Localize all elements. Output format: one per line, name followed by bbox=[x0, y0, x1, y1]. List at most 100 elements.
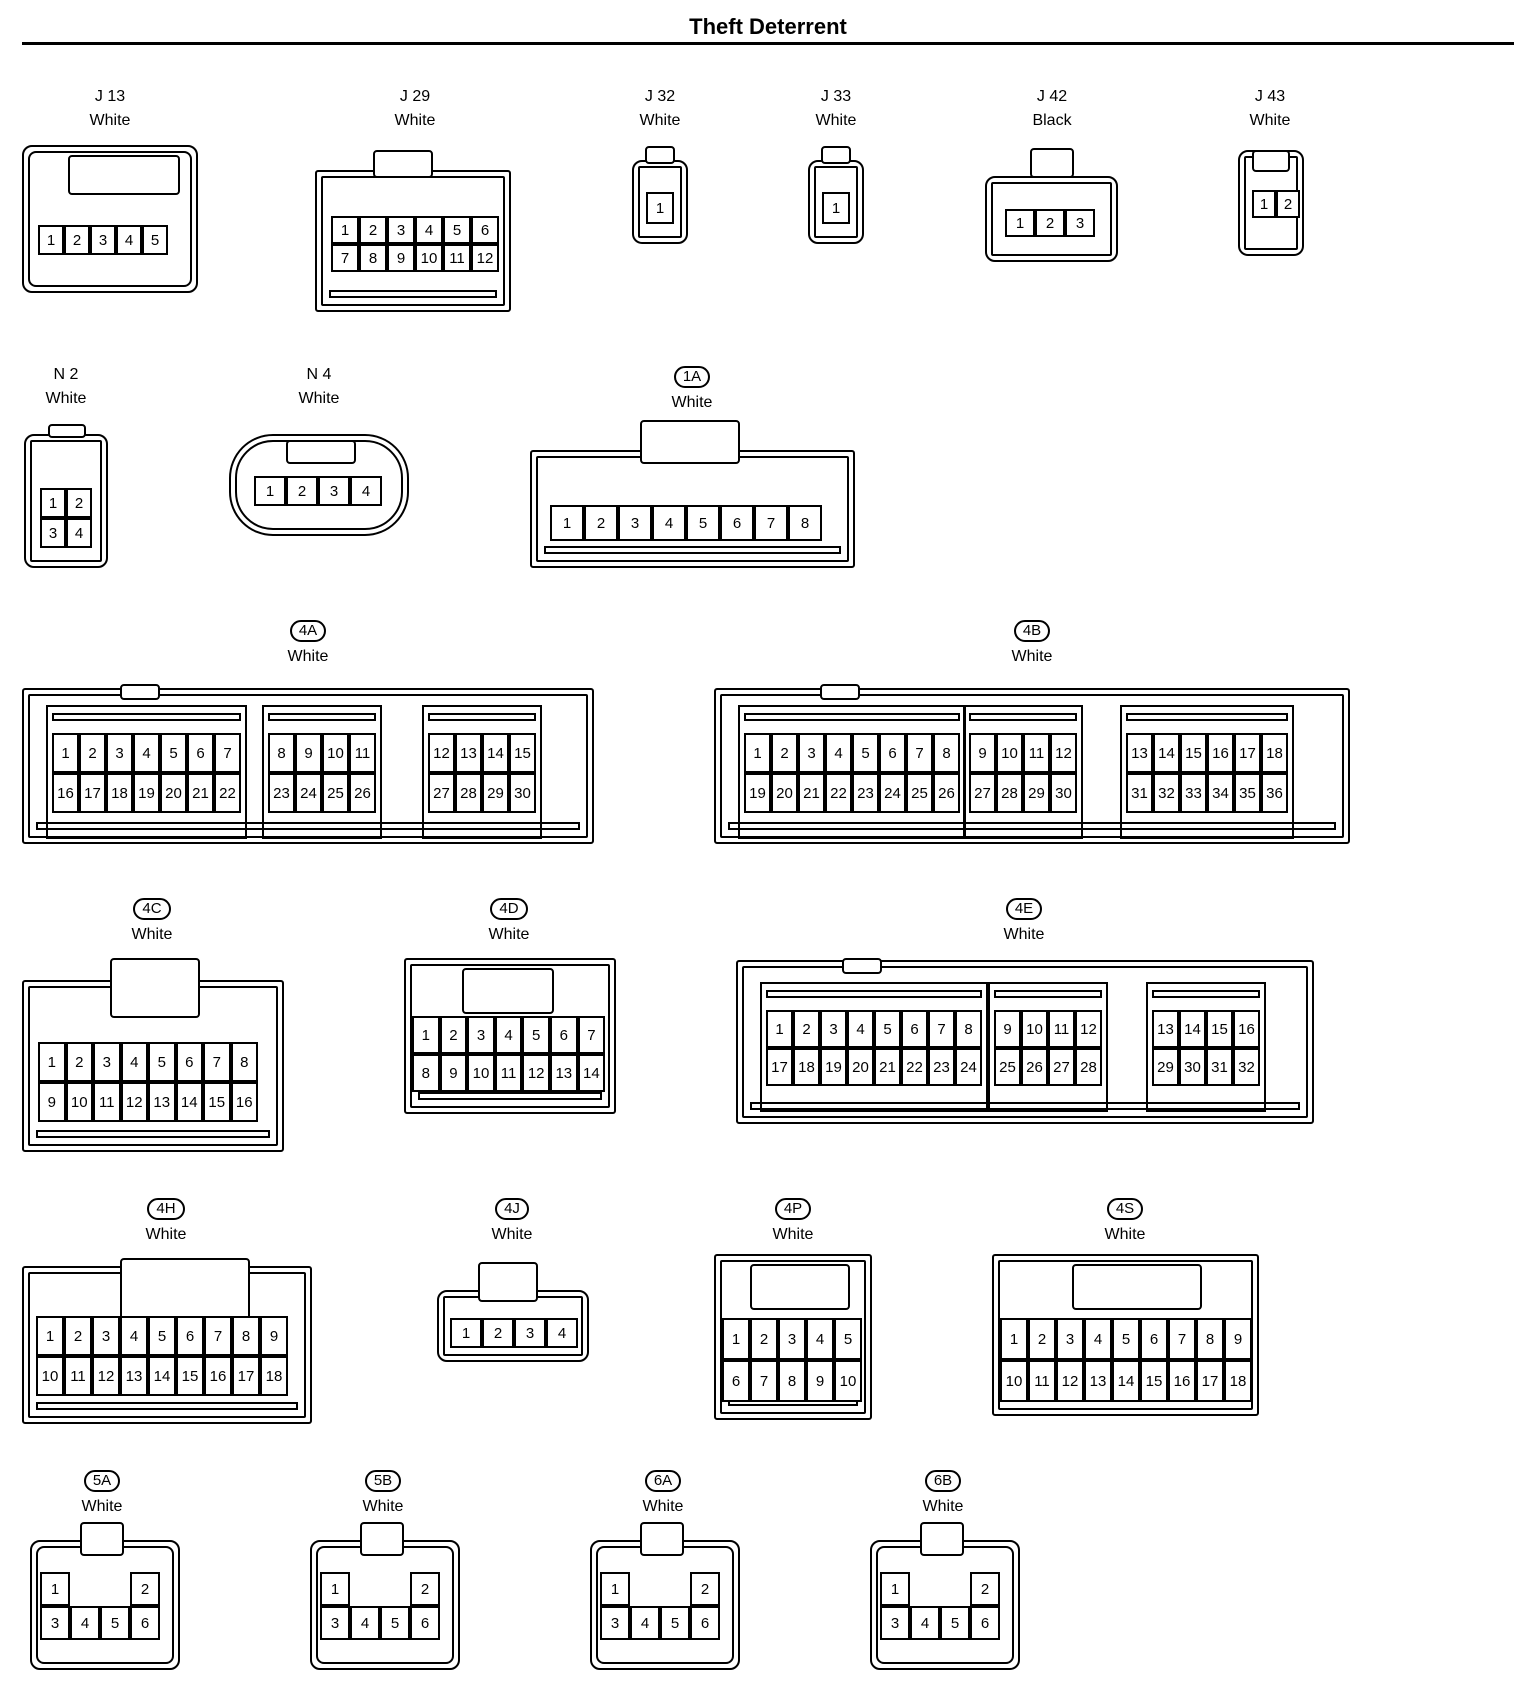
pin-cell: 17 bbox=[1234, 733, 1261, 773]
pin-cell: 5 bbox=[686, 505, 720, 541]
pin-cell: 3 bbox=[318, 476, 350, 506]
pin-cell: 23 bbox=[928, 1048, 955, 1086]
pin-cell: 4 bbox=[825, 733, 852, 773]
pin-cell: 10 bbox=[467, 1054, 495, 1092]
pin-cell: 6 bbox=[176, 1316, 204, 1356]
group-top-bar bbox=[268, 713, 376, 721]
pin-cell: 13 bbox=[120, 1356, 148, 1396]
pin-cell: 2 bbox=[66, 488, 92, 518]
pin-cell: 4 bbox=[116, 225, 142, 255]
pin-cell: 28 bbox=[455, 773, 482, 813]
pin-cell: 4 bbox=[494, 1016, 523, 1054]
pin-cell: 1 bbox=[1252, 190, 1276, 218]
pin-group-frame bbox=[46, 705, 247, 839]
connector-label: 5B White bbox=[323, 1470, 443, 1516]
pin-cell: 10 bbox=[36, 1356, 64, 1396]
pin-cell: 6 bbox=[175, 1042, 203, 1082]
pin-cell: 26 bbox=[1021, 1048, 1048, 1086]
pin-cell: 2 bbox=[584, 505, 618, 541]
pin-cell: 3 bbox=[880, 1606, 910, 1640]
pin-cell: 2 bbox=[793, 1010, 820, 1048]
pin-cell: 4 bbox=[120, 1042, 148, 1082]
locking-latch bbox=[640, 1522, 684, 1556]
pin-cell: 6 bbox=[720, 505, 754, 541]
connector-id: 4S bbox=[1106, 1198, 1144, 1220]
housing-rail bbox=[329, 290, 497, 298]
connector-id: 4P bbox=[774, 1198, 812, 1220]
pin-cell: 4 bbox=[910, 1606, 940, 1640]
pin-cell: 4 bbox=[66, 518, 92, 548]
pin-cell: 8 bbox=[778, 1360, 806, 1402]
pin-cell: 3 bbox=[90, 225, 116, 255]
group-top-bar bbox=[1126, 713, 1288, 721]
pin-cell: 15 bbox=[203, 1082, 231, 1122]
pin-cell: 30 bbox=[509, 773, 536, 813]
housing-rail bbox=[418, 1092, 602, 1100]
pin-cell: 9 bbox=[260, 1316, 288, 1356]
pin-cell: 11 bbox=[349, 733, 376, 773]
pin-cell: 1 bbox=[1000, 1318, 1028, 1360]
connector-id: J 32 bbox=[644, 88, 676, 105]
pin-cell: 2 bbox=[64, 225, 90, 255]
pin-cell: 1 bbox=[52, 733, 79, 773]
locking-latch bbox=[478, 1262, 538, 1302]
pin-cell: 3 bbox=[778, 1318, 806, 1360]
pin-cell: 4 bbox=[70, 1606, 100, 1640]
locking-latch bbox=[842, 958, 882, 974]
pin-cell: 31 bbox=[1206, 1048, 1233, 1086]
pin-cell: 9 bbox=[1224, 1318, 1252, 1360]
pin-cell: 19 bbox=[820, 1048, 847, 1086]
pin-cell: 14 bbox=[1179, 1010, 1206, 1048]
pin-cell: 5 bbox=[522, 1016, 550, 1054]
housing-inner-outline bbox=[814, 166, 858, 238]
pin-cell: 30 bbox=[1050, 773, 1077, 813]
connector-id: 5B bbox=[364, 1470, 402, 1492]
connector-id: 1A bbox=[673, 366, 711, 388]
pin-cell: 11 bbox=[64, 1356, 92, 1396]
pin-cell: 27 bbox=[1048, 1048, 1075, 1086]
pin-cell: 7 bbox=[331, 244, 359, 272]
pin-cell: 4 bbox=[806, 1318, 834, 1360]
pin-cell: 27 bbox=[969, 773, 996, 813]
pin-cell: 3 bbox=[467, 1016, 495, 1054]
pin-cell: 23 bbox=[268, 773, 295, 813]
pin-cell: 6 bbox=[1140, 1318, 1168, 1360]
pin-cell: 22 bbox=[901, 1048, 928, 1086]
locking-latch bbox=[68, 155, 180, 195]
pin-cell: 1 bbox=[766, 1010, 793, 1048]
pin-group-frame bbox=[760, 982, 988, 1112]
pin-cell: 3 bbox=[600, 1606, 630, 1640]
pin-cell: 34 bbox=[1207, 773, 1234, 813]
pin-cell: 4 bbox=[350, 1606, 380, 1640]
pin-cell: 21 bbox=[798, 773, 825, 813]
pin-cell: 10 bbox=[322, 733, 349, 773]
housing-rail bbox=[750, 1102, 1300, 1110]
connector-id: 4J bbox=[495, 1198, 529, 1220]
locking-latch bbox=[920, 1522, 964, 1556]
connector-color: White bbox=[362, 1498, 404, 1515]
pin-cell: 2 bbox=[65, 1042, 93, 1082]
pin-cell: 12 bbox=[92, 1356, 120, 1396]
pin-cell: 35 bbox=[1234, 773, 1261, 813]
pin-cell: 3 bbox=[40, 518, 66, 548]
pin-cell: 18 bbox=[260, 1356, 288, 1396]
pin-cell: 31 bbox=[1126, 773, 1153, 813]
pin-cell: 19 bbox=[744, 773, 771, 813]
pin-cell: 8 bbox=[933, 733, 960, 773]
pin-cell: 36 bbox=[1261, 773, 1288, 813]
connector-id: N 4 bbox=[306, 366, 332, 383]
pin-cell: 5 bbox=[1112, 1318, 1140, 1360]
pin-cell: 8 bbox=[788, 505, 822, 541]
connector-id: 4E bbox=[1005, 898, 1043, 920]
locking-latch bbox=[120, 684, 160, 700]
pin-cell: 10 bbox=[996, 733, 1023, 773]
pin-cell: 2 bbox=[130, 1572, 160, 1606]
pin-cell: 29 bbox=[1152, 1048, 1179, 1086]
pin-cell: 4 bbox=[133, 733, 160, 773]
pin-cell: 18 bbox=[106, 773, 133, 813]
pin-cell: 14 bbox=[1112, 1360, 1140, 1402]
